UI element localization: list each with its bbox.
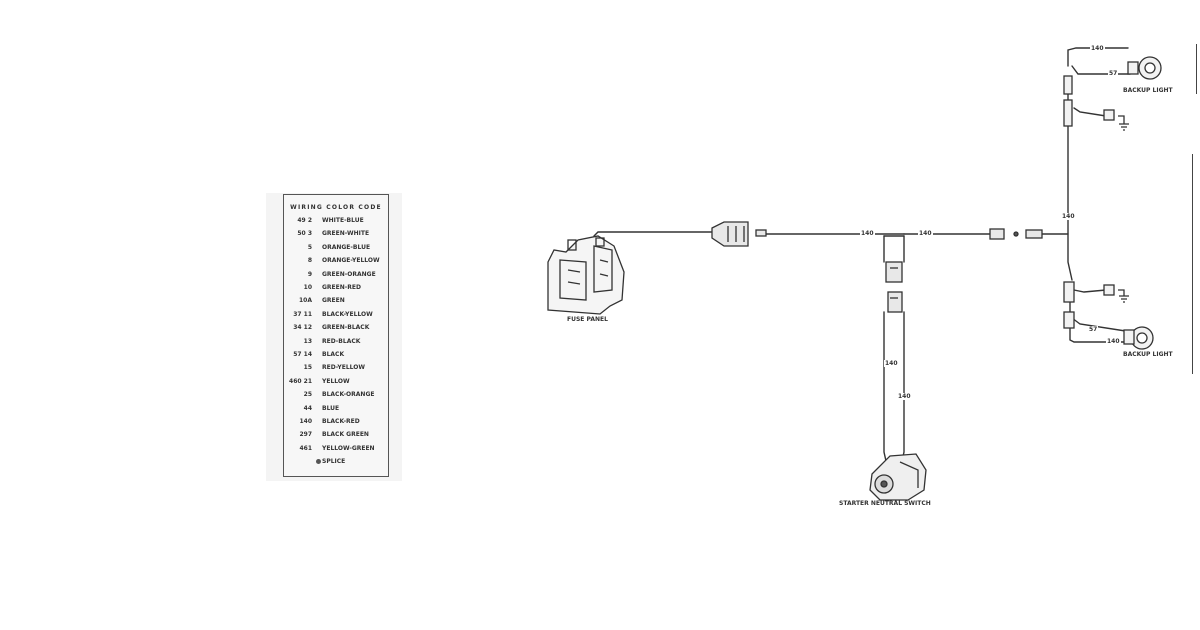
legend-wire-color: YELLOW	[322, 377, 350, 385]
legend-wire-color: ORANGE-BLUE	[322, 243, 371, 251]
legend-wire-number: 37 11	[293, 310, 312, 318]
legend-wire-color: BLACK GREEN	[322, 431, 369, 439]
legend-wire-color: GREEN-ORANGE	[322, 270, 376, 278]
legend-row: 461 YELLOW-GREEN	[284, 445, 388, 455]
legend-wire-color: BLACK-ORANGE	[322, 391, 375, 399]
splice-connector	[989, 228, 1043, 240]
legend-wire-color: YELLOW-GREEN	[322, 444, 375, 452]
legend-row: 8 ORANGE-YELLOW	[284, 257, 388, 267]
wire-label-main-left: 140	[860, 230, 875, 237]
wire-label-main-mid: 140	[918, 230, 933, 237]
fuse-panel-label: FUSE PANEL	[567, 316, 608, 323]
legend-row: 34 12 GREEN-BLACK	[284, 324, 388, 334]
legend-wire-number: 57 14	[293, 351, 312, 358]
inline-connector	[711, 221, 767, 247]
legend-row: 297 BLACK GREEN	[284, 431, 388, 441]
legend-wire-number: 297	[299, 431, 312, 439]
legend-wire-number: 9	[307, 270, 312, 278]
legend-wire-color: RED-YELLOW	[322, 364, 366, 372]
legend-wire-number: 50 3	[297, 230, 312, 238]
wire-label-vertical-a: 140	[884, 360, 899, 367]
page-edge-mark-right	[1192, 154, 1193, 374]
legend-wire-number: 5	[307, 243, 312, 251]
legend-wire-color: SPLICE	[322, 458, 346, 466]
wire-bottom-ground	[1073, 289, 1107, 293]
legend-row: SPLICE	[284, 458, 388, 468]
legend-wire-number: 25	[303, 391, 312, 399]
wire-fuse-to-connector	[593, 231, 713, 237]
legend-wire-color: BLACK-RED	[322, 418, 360, 425]
legend-wire-number: 460 21	[289, 377, 312, 385]
wiring-color-code-legend: WIRING COLOR CODE 49 2 WHITE-BLUE 50 3 GREE…	[283, 194, 389, 477]
legend-wire-number: 10A	[299, 297, 312, 305]
legend-row: 140 BLACK-RED	[284, 418, 388, 428]
fuse-panel	[547, 235, 625, 315]
legend-wire-number: 49 2	[297, 217, 312, 224]
legend-wire-color: ORANGE-YELLOW	[322, 257, 380, 265]
legend-row: 460 21 YELLOW	[284, 378, 388, 388]
wire-label-vertical-b: 140	[897, 393, 912, 400]
page-edge-mark-top	[1196, 44, 1197, 94]
legend-wire-number: 44	[303, 404, 312, 412]
legend-wire-color: BLUE	[322, 404, 340, 412]
legend-title: WIRING COLOR CODE	[290, 204, 382, 211]
legend-wire-number: 15	[303, 364, 312, 372]
legend-wire-color: GREEN-RED	[322, 284, 361, 291]
top-backup-light	[1063, 56, 1162, 131]
legend-wire-number: 34 12	[293, 324, 312, 332]
wire-label-top-140: 140	[1090, 45, 1105, 52]
legend-wire-color: GREEN-BLACK	[322, 324, 370, 332]
starter-switch-label: STARTER NEUTRAL SWITCH	[839, 500, 931, 507]
starter-neutral-switch	[869, 453, 927, 501]
wire-right-trunk	[1067, 91, 1073, 281]
legend-row: 44 BLUE	[284, 405, 388, 415]
legend-wire-color: BLACK	[322, 351, 345, 358]
legend-wire-number: 13	[303, 337, 312, 345]
legend-row: 15 RED-YELLOW	[284, 364, 388, 374]
splice-dot-icon	[316, 459, 321, 465]
legend-row: 49 2 WHITE-BLUE	[284, 217, 388, 227]
legend-row: 50 3 GREEN-WHITE	[284, 230, 388, 240]
legend-row: 10A GREEN	[284, 297, 388, 307]
legend-wire-number: 461	[299, 444, 312, 452]
wire-bottom-57	[1071, 317, 1133, 333]
wire-label-right-vertical: 140	[1061, 213, 1076, 220]
legend-wire-number: 140	[299, 418, 312, 425]
wire-top-ground	[1073, 107, 1107, 117]
legend-row: 10 GREEN-RED	[284, 284, 388, 294]
wire-label-bottom-57: 57	[1088, 326, 1099, 333]
legend-wire-number: 10	[303, 284, 312, 291]
wire-bottom-split	[1069, 283, 1129, 343]
legend-wire-color: WHITE-BLUE	[322, 217, 364, 224]
legend-row: 37 11 BLACK-YELLOW	[284, 311, 388, 321]
legend-row: 5 ORANGE-BLUE	[284, 244, 388, 254]
wire-top-split	[1067, 47, 1129, 126]
legend-row: 25 BLACK-ORANGE	[284, 391, 388, 401]
wire-top-57	[1071, 65, 1137, 75]
wire-label-bottom-140: 140	[1106, 338, 1121, 345]
wire-label-top-57: 57	[1108, 70, 1119, 77]
legend-row: 9 GREEN-ORANGE	[284, 271, 388, 281]
legend-wire-color: GREEN	[322, 297, 345, 305]
bottom-backup-light	[1063, 281, 1154, 350]
backup-light-bottom-label: BACKUP LIGHT	[1123, 351, 1173, 358]
legend-wire-color: RED-BLACK	[322, 337, 361, 345]
legend-wire-color: GREEN-WHITE	[322, 230, 370, 238]
legend-row: 57 14 BLACK	[284, 351, 388, 361]
vertical-connectors	[885, 261, 903, 313]
legend-row: 13 RED-BLACK	[284, 338, 388, 348]
legend-wire-number: 8	[307, 257, 312, 265]
legend-wire-color: BLACK-YELLOW	[322, 310, 373, 318]
backup-light-top-label: BACKUP LIGHT	[1123, 87, 1173, 94]
